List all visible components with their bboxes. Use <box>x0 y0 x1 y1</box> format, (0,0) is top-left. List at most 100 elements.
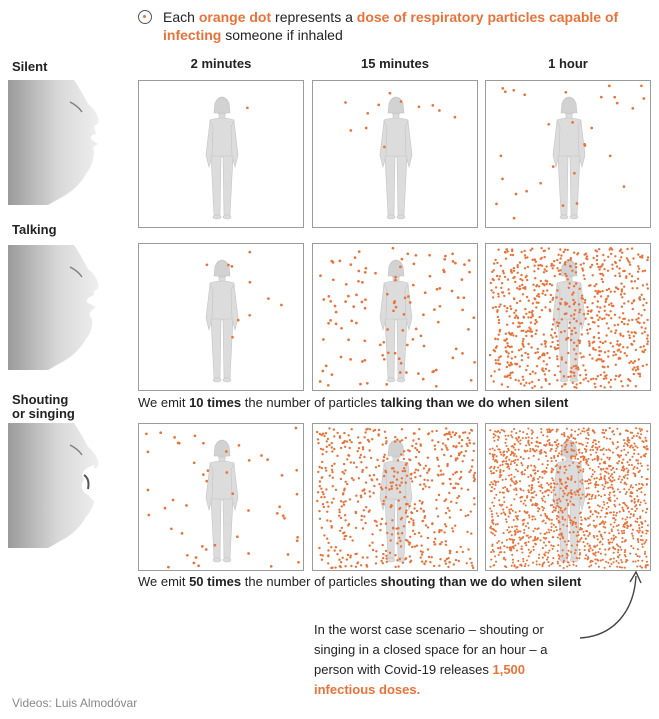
dose-dot <box>417 531 421 535</box>
dose-dot <box>542 271 546 274</box>
dose-dot <box>354 511 358 515</box>
dose-dot <box>594 562 597 565</box>
dose-dot <box>627 441 630 444</box>
dose-dot <box>579 522 582 525</box>
dose-dot <box>356 562 359 565</box>
dose-dot <box>543 532 546 535</box>
dose-dot <box>591 341 594 344</box>
dose-dot <box>604 526 607 529</box>
dose-dot <box>382 502 385 506</box>
dose-dot <box>578 442 581 445</box>
dose-dot <box>374 562 378 565</box>
dose-dot <box>346 458 349 461</box>
dose-dot <box>538 475 541 478</box>
dose-dot <box>423 562 426 565</box>
dose-dot <box>637 531 640 534</box>
dose-dot <box>512 547 515 550</box>
dose-dot <box>424 524 428 527</box>
dose-dot <box>511 538 514 541</box>
dose-dot <box>497 292 500 296</box>
dose-dot <box>593 477 596 480</box>
dose-dot <box>613 324 616 327</box>
dose-dot <box>591 549 594 552</box>
dose-dot <box>620 288 624 291</box>
dose-dot <box>570 428 573 432</box>
dose-dot <box>389 481 392 484</box>
dose-dot <box>579 552 582 555</box>
dose-dot <box>443 523 447 526</box>
dose-dot <box>523 93 527 97</box>
dose-dot <box>530 441 533 444</box>
dose-dot <box>589 266 592 269</box>
dose-dot <box>548 356 551 360</box>
dose-dot <box>612 350 616 354</box>
dose-dot <box>493 439 496 442</box>
dose-dot <box>527 356 530 359</box>
dose-dot <box>325 445 328 448</box>
dose-dot <box>527 436 530 439</box>
dose-dot <box>638 321 641 325</box>
dose-dot <box>445 446 448 449</box>
dose-dot <box>510 508 513 511</box>
dose-dot <box>403 469 407 473</box>
dose-dot <box>622 439 626 442</box>
dose-dot <box>521 473 524 476</box>
dose-dot <box>604 429 607 432</box>
dose-dot <box>269 565 273 568</box>
dose-dot <box>572 348 576 351</box>
dose-dot <box>616 427 619 430</box>
dose-dot <box>445 427 448 430</box>
dose-dot <box>644 452 647 455</box>
dose-dot <box>420 535 423 538</box>
dose-dot <box>592 348 595 351</box>
dose-dot <box>441 482 444 485</box>
dose-dot <box>318 480 322 483</box>
dose-dot <box>489 483 492 486</box>
dose-dot <box>498 330 501 333</box>
dose-dot <box>384 549 388 553</box>
dose-dot <box>516 470 519 473</box>
dose-dot <box>588 493 591 496</box>
dose-dot <box>339 529 342 532</box>
dose-dot <box>347 294 350 298</box>
dose-dot <box>637 358 640 361</box>
dose-dot <box>391 526 395 529</box>
dose-dot <box>580 294 584 297</box>
dose-dot <box>596 454 599 458</box>
dose-dot <box>613 494 616 497</box>
dose-dot <box>576 465 579 468</box>
dose-dot <box>544 512 547 515</box>
dose-dot <box>527 555 530 558</box>
dose-dot <box>635 459 638 462</box>
dose-dot <box>632 467 635 471</box>
dose-dot <box>612 561 615 564</box>
dose-dot <box>582 427 585 430</box>
dose-dot <box>547 551 550 554</box>
dose-dot <box>541 470 544 473</box>
dose-dot <box>278 505 281 509</box>
dose-dot <box>574 549 577 552</box>
dose-dot <box>560 297 563 301</box>
dose-dot <box>499 451 502 454</box>
dose-dot <box>563 433 566 436</box>
dose-dot <box>547 494 550 497</box>
dose-dot <box>527 491 530 494</box>
dose-dot <box>585 429 589 432</box>
dose-dot <box>368 509 371 512</box>
dose-dot <box>408 520 411 524</box>
dose-dot <box>550 448 553 451</box>
dose-dot <box>371 548 375 552</box>
dose-dot <box>613 503 616 506</box>
dose-dot <box>578 528 581 531</box>
dose-dot <box>509 484 512 487</box>
dose-dot <box>493 465 496 468</box>
dose-dot <box>518 261 522 264</box>
dose-dot <box>520 359 524 362</box>
dose-dot <box>538 315 541 319</box>
dose-dot <box>600 509 603 512</box>
dose-dot <box>247 552 250 555</box>
dose-dot <box>446 507 449 510</box>
dose-dot <box>570 434 573 437</box>
dose-dot <box>608 456 611 459</box>
dose-dot <box>421 377 425 381</box>
